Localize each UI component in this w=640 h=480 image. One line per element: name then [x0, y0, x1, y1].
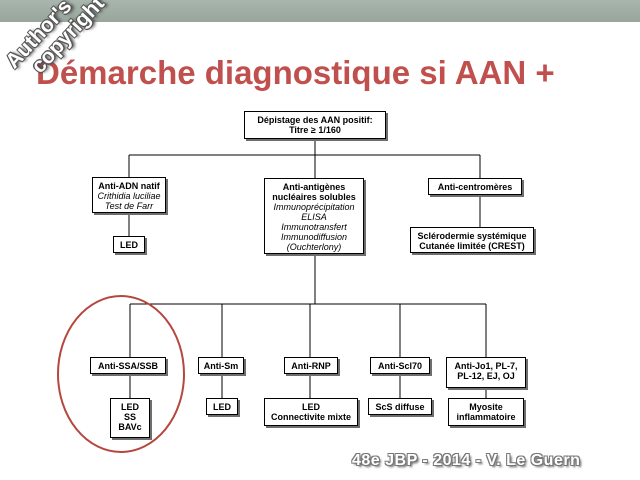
anti-ssa-ssb-label: Anti-SSA/SSB: [97, 361, 158, 371]
anti-ena-method-3: Immunotransfert: [281, 222, 347, 232]
root-line-2: Titre ≥ 1/160: [289, 125, 341, 135]
anti-ena-label-1: Anti-antigènes: [282, 182, 346, 192]
anti-ssa-ssb-box: Anti-SSA/SSB: [90, 357, 166, 374]
slide-title: Démarche diagnostique si AAN +: [36, 54, 555, 91]
anti-rnp-box: Anti-RNP: [284, 357, 338, 374]
highlight-circle: [57, 295, 185, 453]
anti-ena-box: Anti-antigènes nucléaires solubles Immun…: [264, 178, 364, 254]
jo1-outcome-2: inflammatoire: [456, 412, 516, 422]
slide-footer: 48e JBP - 2014 - V. Le Guern: [352, 452, 581, 469]
rnp-outcome-1: LED: [302, 402, 320, 412]
scl70-outcome: ScS diffuse: [375, 402, 425, 412]
top-bar: [0, 0, 640, 22]
crest-line-2: Cutanée limitée (CREST): [419, 241, 525, 251]
anti-jo1-box: Anti-Jo1, PL-7, PL-12, EJ, OJ: [446, 357, 526, 388]
led-adn-box: LED: [113, 236, 145, 253]
anti-adn-label: Anti-ADN natif: [98, 181, 160, 191]
crest-line-1: Sclérodermie systémique: [417, 231, 527, 241]
ssa-outcome-1: LED: [121, 402, 139, 412]
crest-box: Sclérodermie systémique Cutanée limitée …: [410, 227, 534, 253]
ssa-outcome-3: BAVc: [118, 422, 142, 432]
anti-ena-method-4: Immunodiffusion: [280, 232, 348, 242]
jo1-outcome-1: Myosite: [469, 402, 503, 412]
anti-ena-method-1: Immunoprécipitation: [273, 202, 355, 212]
anti-sm-label: Anti-Sm: [203, 361, 239, 371]
ssa-outcome-2: SS: [123, 412, 136, 422]
anti-rnp-label: Anti-RNP: [291, 361, 331, 371]
anti-jo1-line-1: Anti-Jo1, PL-7,: [454, 361, 518, 371]
ssa-outcome-box: LED SS BAVc: [110, 398, 150, 438]
anti-scl70-label: Anti-Scl70: [377, 361, 422, 371]
led-adn-label: LED: [120, 240, 138, 250]
sm-outcome: LED: [213, 402, 231, 412]
anti-sm-box: Anti-Sm: [198, 357, 244, 374]
rnp-outcome-box: LED Connectivite mixte: [264, 398, 358, 426]
anti-adn-method-2: Test de Farr: [104, 201, 154, 211]
rnp-outcome-2: Connectivite mixte: [270, 412, 352, 422]
scl70-outcome-box: ScS diffuse: [368, 398, 432, 415]
sm-outcome-box: LED: [206, 398, 238, 415]
anti-centromere-label: Anti-centromères: [437, 182, 513, 192]
anti-jo1-line-2: PL-12, EJ, OJ: [457, 371, 515, 381]
anti-ena-method-5: (Ouchterlony): [286, 242, 342, 252]
root-screening-box: Dépistage des AAN positif: Titre ≥ 1/160: [244, 111, 386, 139]
anti-adn-box: Anti-ADN natif Crithidia luciliae Test d…: [92, 177, 166, 213]
anti-ena-method-2: ELISA: [301, 212, 327, 222]
anti-centromere-box: Anti-centromères: [428, 178, 522, 195]
anti-scl70-box: Anti-Scl70: [370, 357, 430, 374]
root-line-1: Dépistage des AAN positif:: [257, 115, 373, 125]
anti-adn-method-1: Crithidia luciliae: [97, 191, 161, 201]
anti-ena-label-2: nucléaires solubles: [272, 192, 356, 202]
jo1-outcome-box: Myosite inflammatoire: [448, 398, 524, 426]
